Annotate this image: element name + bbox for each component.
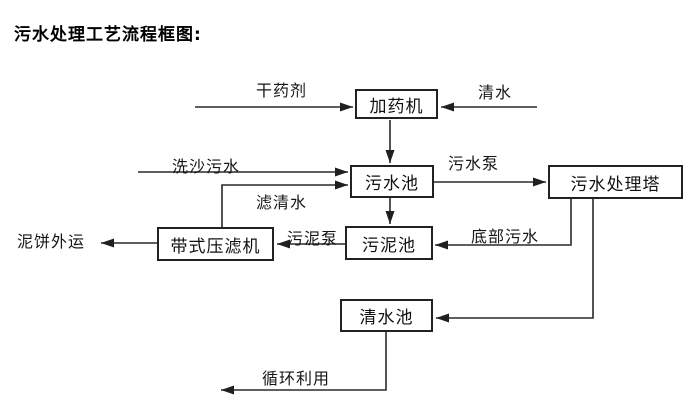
label-bottom-sewage: 底部污水 xyxy=(471,227,540,246)
label-sludge-pump: 污泥泵 xyxy=(287,229,339,248)
node-belt-filter-press: 带式压滤机 xyxy=(157,227,274,261)
node-treatment-tower: 污水处理塔 xyxy=(548,165,683,199)
arrow-clean-water-pool-to-recycle xyxy=(221,332,387,395)
arrow-tower-bottom-sewage-to-sludge-pool xyxy=(435,199,572,250)
label-sewage-pump: 污水泵 xyxy=(448,154,500,173)
node-clean-water-pool-label: 清水池 xyxy=(359,308,414,328)
arrow-tower-to-clean-water-pool xyxy=(436,199,594,323)
node-belt-filter-press-label: 带式压滤机 xyxy=(170,236,261,257)
label-dry-agent: 干药剂 xyxy=(256,81,308,100)
node-sludge-pool: 污泥池 xyxy=(345,226,433,260)
label-clean-water: 清水 xyxy=(478,83,513,102)
node-sewage-pool-label: 污水池 xyxy=(365,174,419,194)
node-clean-water-pool: 清水池 xyxy=(340,299,433,332)
node-sewage-pool: 污水池 xyxy=(350,165,434,198)
label-filtered-water: 滤清水 xyxy=(256,193,308,212)
node-sludge-pool-label: 污泥池 xyxy=(362,235,416,256)
node-dosing-machine: 加药机 xyxy=(355,89,438,119)
label-sand-washing-sewage: 洗沙污水 xyxy=(172,157,241,176)
node-treatment-tower-label: 污水处理塔 xyxy=(570,174,661,195)
node-dosing-machine-label: 加药机 xyxy=(369,96,424,117)
page-title: 污水处理工艺流程框图: xyxy=(14,25,202,45)
arrow-filtered-water-belt-press-to-sewage-pool xyxy=(221,180,348,227)
label-mud-cake-out: 泥饼外运 xyxy=(17,232,86,251)
label-recycle-use: 循环利用 xyxy=(262,369,331,388)
